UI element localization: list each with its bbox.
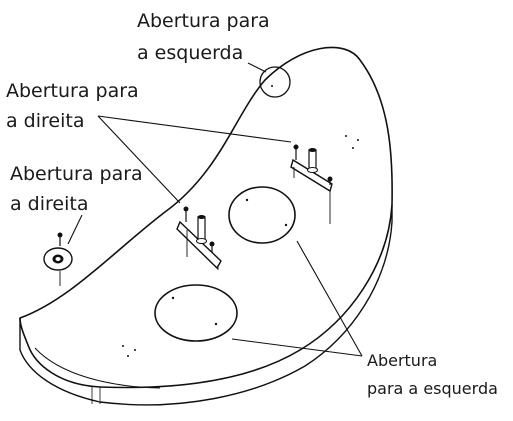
label-side-right-opening: Abertura para a direita — [10, 163, 143, 215]
svg-text:Abertura: Abertura — [367, 351, 437, 370]
label-upper-right-opening: Abertura para a direita — [6, 80, 139, 132]
tabletop-outline — [19, 46, 393, 406]
label-top-left-opening: Abertura para a esquerda — [137, 10, 270, 64]
svg-text:para a esquerda: para a esquerda — [367, 379, 498, 398]
hole-upper-large — [228, 186, 296, 244]
svg-text:a direita: a direita — [6, 110, 84, 132]
svg-text:a esquerda: a esquerda — [137, 42, 243, 64]
side-mount-left — [43, 232, 73, 286]
label-bottom-left-openings: Abertura para a esquerda — [367, 351, 498, 398]
hinge-bracket-upper — [290, 144, 333, 224]
screw-dots — [122, 135, 359, 357]
hole-lower-large — [154, 284, 238, 342]
hinge-bracket-middle — [176, 206, 222, 270]
svg-text:Abertura para: Abertura para — [10, 163, 143, 185]
svg-text:Abertura para: Abertura para — [6, 80, 139, 102]
svg-text:a direita: a direita — [10, 193, 88, 215]
svg-text:Abertura para: Abertura para — [137, 10, 270, 32]
hole-top-left-opening — [259, 66, 291, 98]
leader-lines — [67, 62, 363, 357]
